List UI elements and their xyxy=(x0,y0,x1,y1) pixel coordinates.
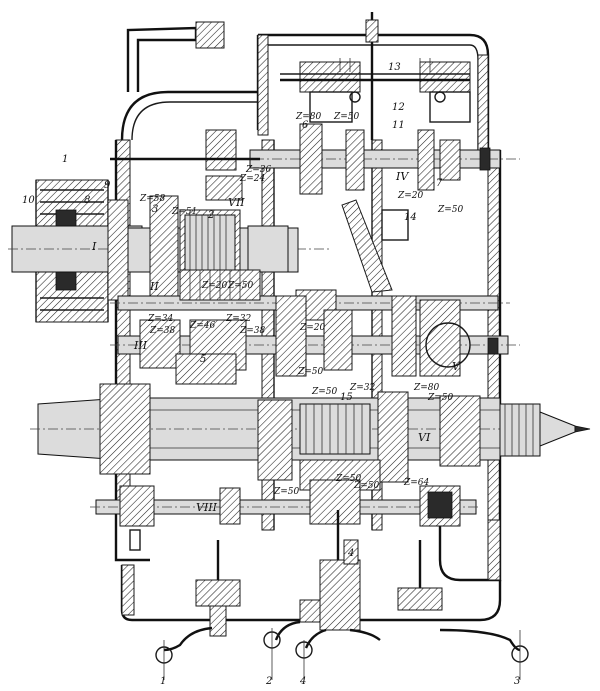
gear-label: Z=64 xyxy=(403,478,430,488)
part-number-layer: 1 10 8 9 2 3 6 11 12 13 7 14 15 5 4 xyxy=(22,62,443,559)
gear-label: Z=50 xyxy=(227,281,254,291)
part-number: 15 xyxy=(340,392,353,403)
gear-label: Z=50 xyxy=(335,474,362,484)
lever-number-layer: 1 2 4 3 xyxy=(160,676,520,687)
part-number: 4 xyxy=(347,548,354,559)
part-number: 14 xyxy=(404,212,417,223)
part-number: 6 xyxy=(302,120,309,131)
part-number: 7 xyxy=(436,178,443,189)
gear-label: Z=50 xyxy=(333,112,360,122)
shaft-label: II xyxy=(149,280,159,293)
part-number: 8 xyxy=(84,195,90,206)
lever-number: 3 xyxy=(514,676,520,687)
shaft-label: IV xyxy=(395,170,409,183)
control-levers xyxy=(155,510,529,680)
shaft-III xyxy=(110,295,520,385)
gear-label: Z=50 xyxy=(273,487,300,497)
part-number: 5 xyxy=(200,354,206,365)
gear-label: Z=36 xyxy=(245,165,272,175)
part-number: 3 xyxy=(152,204,158,215)
lever-number: 2 xyxy=(265,676,272,687)
gear-label: Z=46 xyxy=(189,321,216,331)
gear-label: Z=50 xyxy=(297,367,324,377)
spindle-VI xyxy=(30,383,591,491)
shift-lever-14 xyxy=(341,199,409,293)
part-number: 10 xyxy=(22,195,35,206)
part-number: 2 xyxy=(207,210,214,221)
gear-label: Z=32 xyxy=(349,383,376,393)
gear-label: Z=20 xyxy=(201,281,228,291)
shaft-numeral-layer: I II III IV V VI VII VIII xyxy=(91,170,461,514)
gear-label: Z=20 xyxy=(397,191,424,201)
shaft-VIII xyxy=(90,479,480,551)
gear-label: Z=51 xyxy=(171,207,197,217)
shaft-label: VIII xyxy=(196,501,218,514)
gear-label: Z=50 xyxy=(437,205,464,215)
part-number: 13 xyxy=(388,62,401,73)
gear-label: Z=50 xyxy=(353,481,380,491)
part-number: 11 xyxy=(392,120,405,131)
gear-label-layer: Z=50 Z=80 Z=20 Z=50 Z=36 Z=24 Z=58 Z=51 … xyxy=(139,112,464,497)
gear-label: Z=34 xyxy=(147,314,174,324)
shaft-label: VI xyxy=(418,431,431,444)
gear-label: Z=58 xyxy=(139,194,166,204)
shaft-label: V xyxy=(452,360,461,373)
part-number: 1 xyxy=(62,154,68,165)
shaft-label: VII xyxy=(228,196,245,209)
gear-label: Z=32 xyxy=(225,314,252,324)
shaft-label: III xyxy=(133,339,148,352)
gear-label: Z=50 xyxy=(311,387,338,397)
upper-selector-mechanism xyxy=(280,12,471,140)
gear-label: Z=80 xyxy=(413,383,440,393)
gear-label: Z=50 xyxy=(427,393,454,403)
gear-label: Z=20 xyxy=(299,323,326,333)
lever-number: 1 xyxy=(160,676,166,687)
pulley-assembly xyxy=(8,179,330,323)
part-number: 12 xyxy=(392,102,405,113)
lever-number: 4 xyxy=(299,676,306,687)
part-number: 9 xyxy=(104,180,111,191)
gear-label: Z=80 xyxy=(295,112,322,122)
shaft-IV xyxy=(110,123,520,195)
gear-label: Z=38 xyxy=(149,326,176,336)
gear-label: Z=38 xyxy=(239,326,266,336)
gear-label: Z=24 xyxy=(239,174,266,184)
shaft-label: I xyxy=(91,240,97,253)
